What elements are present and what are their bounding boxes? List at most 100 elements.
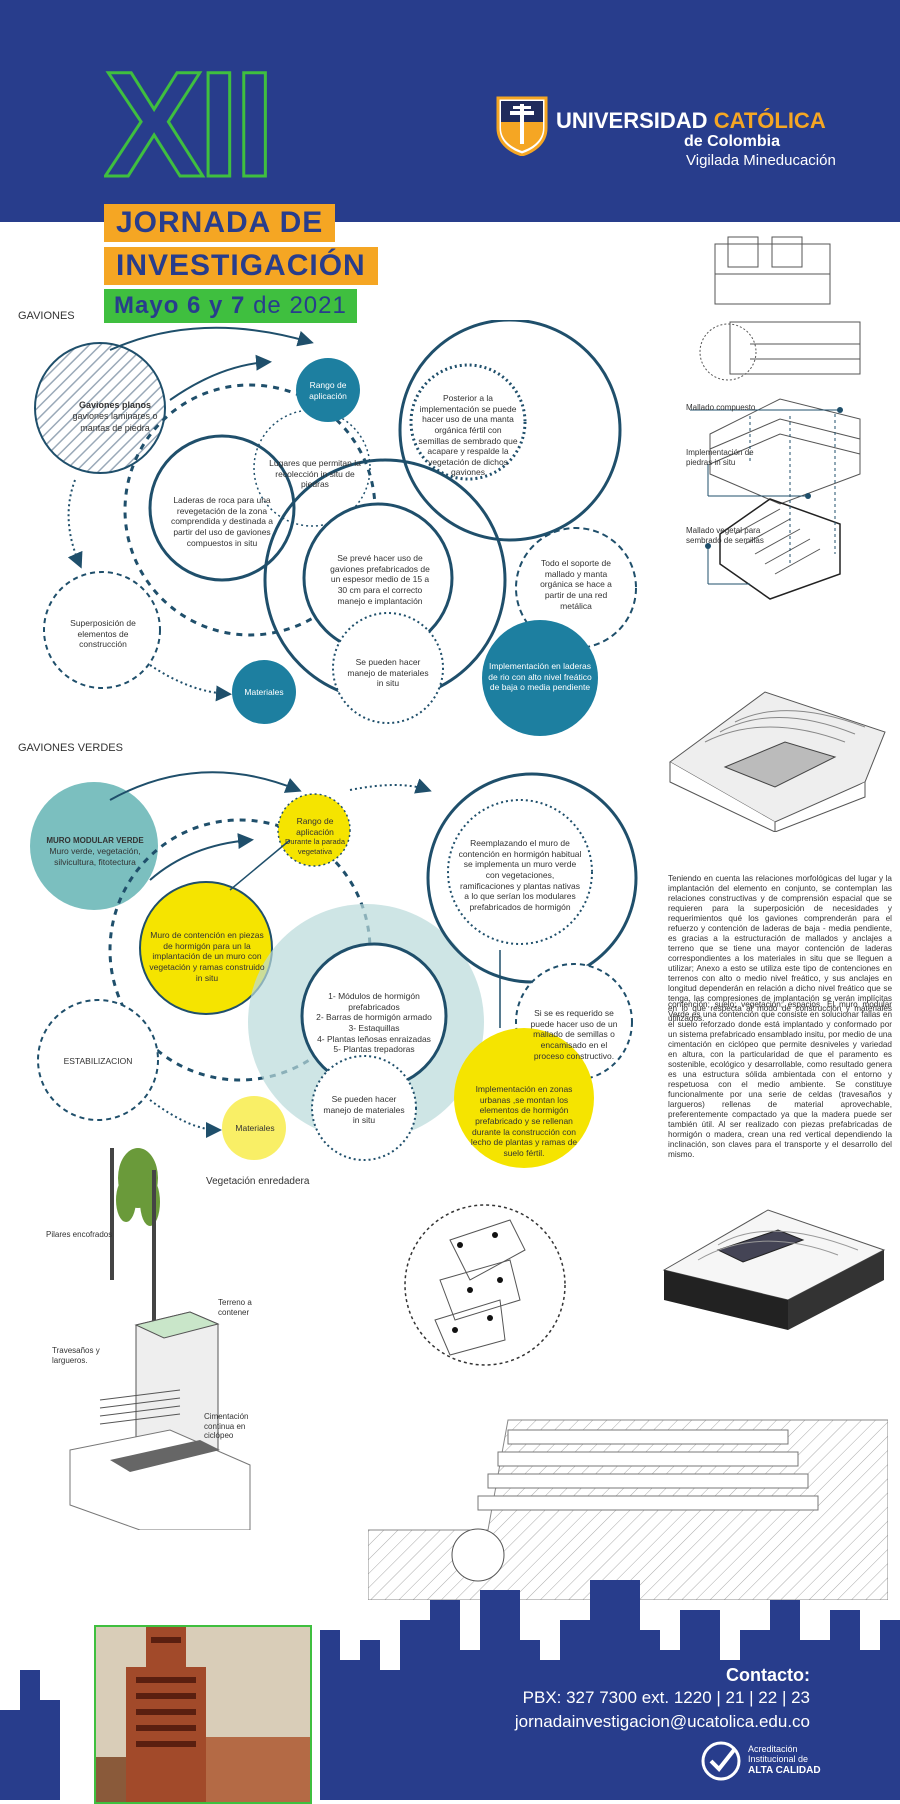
vigilada-text: Vigilada Mineducación bbox=[686, 152, 836, 169]
superposicion-circle bbox=[43, 571, 161, 689]
gaviones-planos-body: gaviones laminares o mantas de piedra bbox=[72, 411, 158, 433]
verdes-rango-sub: Durante la parada vegetativa bbox=[284, 837, 346, 856]
verdes-arrow-right bbox=[349, 778, 432, 794]
accreditation-line-3: ALTA CALIDAD bbox=[748, 1764, 821, 1776]
label-mallado-vegetal: Mallado vegetal para sembrado de semilla… bbox=[686, 526, 764, 545]
label-cimentacion: Cimentación continua en ciclópeo bbox=[204, 1412, 249, 1441]
reemplazando-circle-inner bbox=[447, 799, 593, 945]
posterior-circle-outer bbox=[398, 320, 622, 542]
verdes-materiales-circle bbox=[222, 1096, 286, 1160]
text-paragraph-1: Teniendo en cuenta las relaciones morfol… bbox=[668, 874, 892, 1023]
university-name-part2: CATÓLICA bbox=[713, 108, 826, 133]
estabilizacion-circle bbox=[37, 999, 159, 1121]
detail-plan-circle bbox=[404, 1204, 566, 1366]
footer-pbx: PBX: 327 7300 ext. 1220 | 21 | 22 | 23 bbox=[522, 1688, 810, 1707]
campus-building-illustration bbox=[96, 1627, 310, 1802]
label-terreno: Terreno a contener bbox=[218, 1298, 252, 1317]
verdes-arrow-up bbox=[229, 839, 291, 891]
verdes-arrow-bottom bbox=[149, 1099, 222, 1138]
verdes-rango-title: Rango de aplicación bbox=[296, 816, 334, 837]
verdes-muro-contencion: Muro de contención en piezas de hormigón… bbox=[149, 930, 265, 983]
gaviones-materiales: Materiales bbox=[244, 687, 284, 697]
event-date-rest: de 2021 bbox=[245, 292, 347, 319]
terrain-block-drawing bbox=[669, 691, 886, 832]
verdes-manejo-circle bbox=[311, 1055, 417, 1161]
verdes-requerido: Si se es requerido se puede hacer uso de… bbox=[530, 1008, 618, 1061]
verdes-reemplazando: Reemplazando el muro de contención en ho… bbox=[458, 838, 582, 912]
label-travesanos: Travesaños y largueros. bbox=[52, 1346, 100, 1365]
verdes-urbanas: Implementación en zonas urbanas ,se mont… bbox=[470, 1084, 578, 1158]
label-mallado-compuesto: Mallado compuesto bbox=[686, 403, 756, 412]
university-shield-logo bbox=[496, 96, 548, 156]
arrow-bottom bbox=[149, 664, 232, 702]
verdes-arrow-top bbox=[109, 771, 302, 801]
gaviones-soporte: Todo el soporte de mallado y manta orgán… bbox=[540, 558, 612, 611]
verdes-rango-circle bbox=[277, 793, 351, 867]
text-paragraph-2: contención; suelo; vegetación; espacios.… bbox=[668, 1000, 892, 1159]
rango-circle bbox=[296, 358, 360, 422]
gaviones-laderas: Laderas de roca para una revegetación de… bbox=[170, 495, 274, 548]
terrain-black-block bbox=[662, 1209, 886, 1330]
gaviones-planos-text: Gaviones planos gaviones laminares o man… bbox=[60, 400, 170, 434]
gaviones-manejo: Se pueden hacer manejo de materiales in … bbox=[347, 657, 429, 689]
arrow-top bbox=[109, 326, 314, 351]
section-title-gaviones: GAVIONES bbox=[18, 310, 75, 322]
gaviones-axonometric-drawings bbox=[690, 236, 861, 600]
muro-verde-axonometric bbox=[69, 1148, 251, 1530]
footer-email[interactable]: jornadainvestigacion@ucatolica.edu.co bbox=[514, 1712, 810, 1731]
section-drawing bbox=[368, 1419, 888, 1600]
muro-modular-body: Muro verde, vegetación, silvicultura, fi… bbox=[49, 846, 141, 867]
label-vegetacion: Vegetación enredadera bbox=[206, 1176, 310, 1187]
campus-photo bbox=[94, 1625, 312, 1804]
event-date-bold: Mayo 6 y 7 bbox=[114, 292, 246, 319]
label-pilares: Pilares encofrados bbox=[46, 1230, 113, 1239]
section-title-gaviones-verdes: GAVIONES VERDES bbox=[18, 742, 123, 754]
arrow-inner bbox=[169, 354, 272, 401]
accreditation-text: Acreditación Institucional de ALTA CALID… bbox=[748, 1744, 821, 1776]
university-name: UNIVERSIDAD CATÓLICA bbox=[556, 108, 826, 134]
posterior-circle-inner bbox=[409, 363, 527, 481]
implementacion-circle bbox=[482, 620, 598, 736]
vine-icon bbox=[116, 1148, 160, 1226]
gaviones-preve: Se prevé hacer uso de gaviones prefabric… bbox=[330, 553, 430, 606]
label-implementacion-piedras: Implementación de piedras in situ bbox=[686, 448, 754, 467]
header-banner bbox=[0, 0, 900, 222]
university-name-part1: UNIVERSIDAD bbox=[556, 108, 714, 133]
verdes-manejo: Se pueden hacer manejo de materiales in … bbox=[323, 1094, 405, 1126]
event-date: Mayo 6 y 7 de 2021 bbox=[104, 289, 357, 323]
manejo-circle bbox=[332, 612, 444, 724]
arrow-left-down bbox=[67, 479, 83, 569]
verdes-rango: Rango de aplicación Durante la parada ve… bbox=[284, 816, 346, 856]
muro-contencion-circle bbox=[139, 881, 273, 1015]
verdes-estabilizacion: ESTABILIZACION bbox=[63, 1056, 133, 1066]
gaviones-lugares: Lugares que permitan la recolección in s… bbox=[269, 458, 361, 490]
university-subtitle: de Colombia bbox=[684, 133, 781, 150]
gaviones-posterior: Posterior a la implementación se puede h… bbox=[418, 393, 518, 478]
verdes-modulos-list: 1- Módulos de hormigón prefabricados 2- … bbox=[316, 991, 432, 1055]
accreditation-line-2: Institucional de bbox=[748, 1754, 809, 1765]
materiales-circle bbox=[232, 660, 296, 724]
footer-contacto: Contacto: bbox=[726, 1665, 810, 1685]
gaviones-verdes-diagram bbox=[30, 771, 638, 1168]
gaviones-superposicion: Superposición de elementos de construcci… bbox=[70, 618, 136, 650]
title-line-2: INVESTIGACIÓN bbox=[104, 247, 378, 285]
gaviones-planos-title: Gaviones planos bbox=[78, 400, 152, 410]
muro-modular-title: MURO MODULAR VERDE bbox=[46, 836, 144, 845]
lugares-circle bbox=[253, 409, 371, 527]
title-line-1: JORNADA DE bbox=[104, 204, 336, 242]
accreditation-check-icon bbox=[701, 1741, 741, 1781]
gaviones-rango: Rango de aplicación bbox=[309, 380, 347, 401]
gaviones-diagram bbox=[34, 320, 637, 736]
edition-numeral: XII bbox=[104, 58, 277, 188]
muro-modular-text: MURO MODULAR VERDE Muro verde, vegetació… bbox=[40, 836, 150, 867]
urbanas-circle bbox=[454, 1028, 594, 1168]
accreditation-line-1: Acreditación bbox=[748, 1744, 798, 1754]
muro-modular-circle bbox=[30, 782, 158, 910]
gaviones-planos-circle bbox=[34, 342, 166, 474]
svg-text:XII: XII bbox=[104, 58, 269, 188]
verdes-arrow-inner bbox=[149, 833, 254, 881]
gaviones-implementacion: Implementación en laderas de rio con alt… bbox=[488, 661, 592, 693]
city-skyline bbox=[0, 1580, 900, 1800]
laderas-circle bbox=[148, 434, 296, 582]
verdes-materiales: Materiales bbox=[235, 1123, 275, 1133]
